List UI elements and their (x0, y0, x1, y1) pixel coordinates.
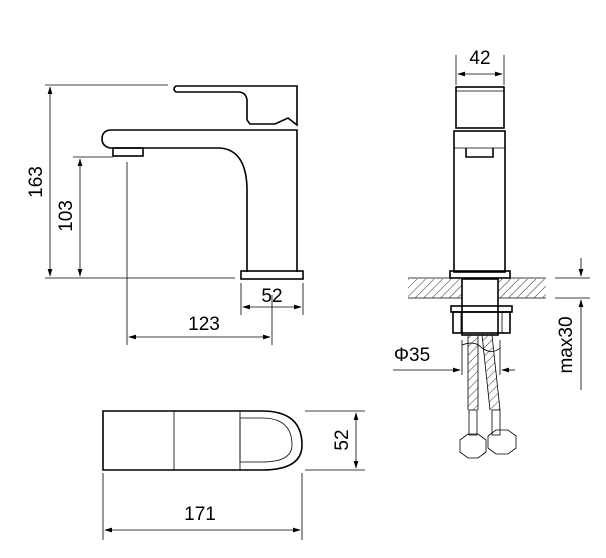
dim-123-label: 123 (188, 314, 220, 335)
top-view: 52 171 (102, 410, 365, 540)
dim-103-label: 103 (56, 200, 77, 232)
hose-nut-left (459, 433, 487, 459)
base-plate (240, 270, 304, 280)
dim-phi35-label: Φ35 (394, 345, 430, 366)
hoses (459, 334, 517, 459)
aerator (112, 147, 144, 157)
handle-front (455, 86, 505, 129)
nut-washer (450, 305, 513, 313)
mounting-nut (452, 311, 511, 334)
front-view: 42 Φ35 (393, 48, 590, 459)
dim-42-label: 42 (469, 48, 490, 69)
dim-163-label: 163 (26, 166, 47, 198)
shank (461, 278, 499, 336)
dim-171-label: 171 (184, 504, 216, 525)
dim-max30-label: max30 (556, 316, 577, 373)
body-front (453, 130, 506, 273)
counter-hatch-left (408, 279, 462, 298)
dim-52-label: 52 (261, 286, 282, 307)
handle-outline (173, 85, 298, 127)
body-outline (101, 129, 298, 272)
dim-52-top-label: 52 (332, 429, 353, 450)
hose-nut-right (487, 429, 517, 455)
side-view: 163 103 123 52 (26, 84, 304, 345)
counter-hatch-right (498, 279, 546, 298)
top-outline (102, 410, 303, 471)
